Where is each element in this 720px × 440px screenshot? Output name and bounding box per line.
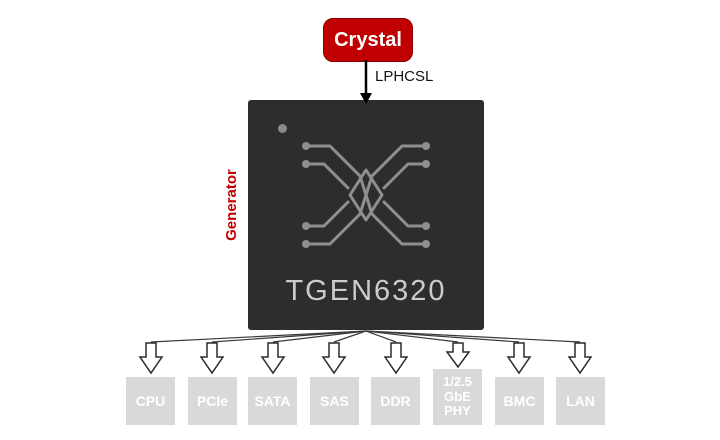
output-box-pcie: PCIe (188, 377, 237, 425)
output-arrow-down-icon (199, 342, 225, 375)
output-arrow-down-icon (445, 342, 471, 369)
output-label: SATA (254, 392, 291, 409)
output-arrow-down-icon (567, 342, 593, 375)
output-label: CPU (135, 392, 166, 409)
output-arrow-down-icon (383, 342, 409, 375)
crystal-label: Crystal (334, 28, 402, 51)
output-box-sata: SATA (248, 377, 297, 425)
output-label: PCIe (196, 392, 229, 409)
output-label: BMC (503, 392, 536, 409)
output-box-cpu: CPU (126, 377, 175, 425)
output-label: DDR (380, 392, 411, 409)
output-box-ddr: DDR (371, 377, 420, 425)
output-arrow-down-icon (506, 342, 532, 375)
output-arrow-down-icon (138, 342, 164, 375)
output-box-sas: SAS (310, 377, 359, 425)
pin1-dot (278, 124, 287, 133)
generator-side-label: Generator (223, 169, 240, 241)
output-arrow-down-icon (321, 342, 347, 375)
chip-part-number: TGEN6320 (285, 275, 447, 307)
output-box-bmc: BMC (495, 377, 544, 425)
lphcsl-signal-label: LPHCSL (375, 68, 434, 85)
fanout-lines (150, 330, 581, 343)
output-label: LAN (566, 392, 595, 409)
crystal-box: Crystal (323, 18, 413, 62)
output-label: SAS (320, 392, 349, 409)
chip-package: TGEN6320 (248, 100, 484, 330)
output-arrow-down-icon (260, 342, 286, 375)
output-box-lan: LAN (556, 377, 605, 425)
chip-logo-icon (300, 140, 432, 250)
output-label: 1/2.5 GbE PHY (443, 373, 472, 419)
output-box-gbe-phy: 1/2.5 GbE PHY (433, 369, 482, 425)
input-arrow-icon (360, 60, 372, 104)
